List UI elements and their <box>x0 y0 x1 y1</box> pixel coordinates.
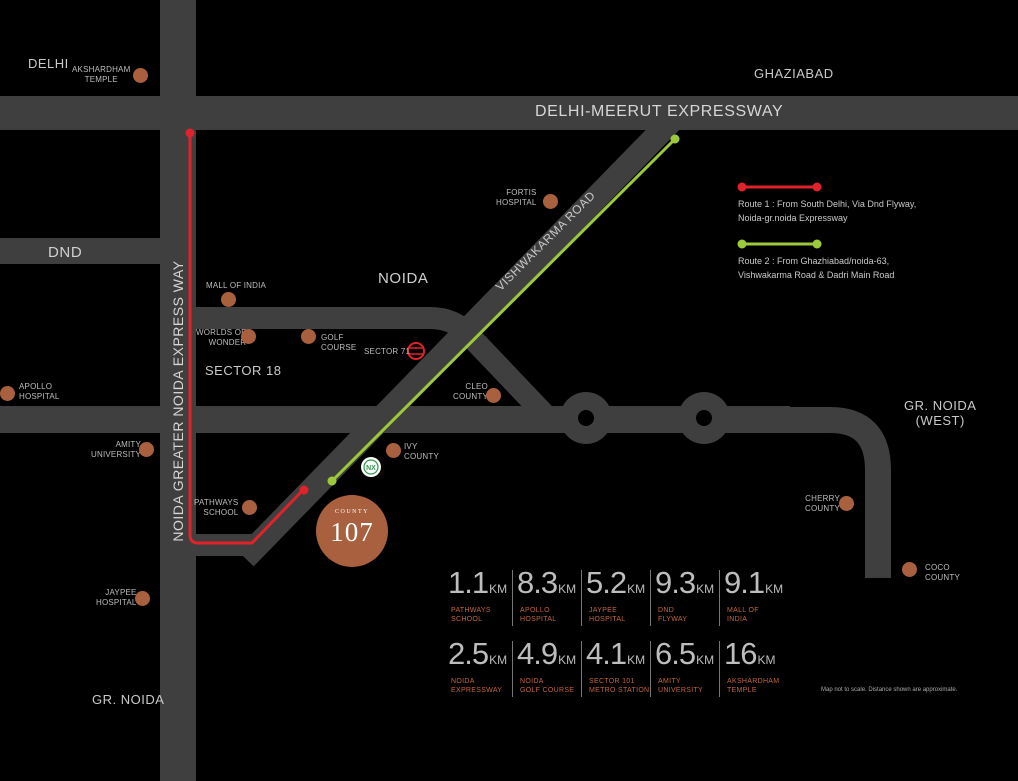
ivy-county-marker <box>386 443 401 458</box>
label-delhi-meerut-expressway: DELHI-MEERUT EXPRESSWAY <box>535 103 784 120</box>
route-1-line <box>188 133 305 545</box>
map-note: Map not to scale. Distance shown are app… <box>821 687 958 693</box>
worlds-of-wonder-marker <box>241 329 256 344</box>
label-sector-71: SECTOR 71 <box>364 347 411 356</box>
roundabout-1-center <box>578 410 594 426</box>
pathways-marker <box>242 500 257 515</box>
county-107-logo-top: COUNTY <box>335 509 369 515</box>
distance-separator <box>512 570 513 626</box>
route-2-line <box>330 137 677 483</box>
label-mall-of-india: MALL OF INDIA <box>206 281 267 290</box>
label-noida-greater-noida-expressway: NOIDA GREATER NOIDA EXPRESS WAY <box>170 260 186 542</box>
route-2-end <box>327 476 337 486</box>
county-107-logo-number: 107 <box>330 517 374 547</box>
jaypee-marker <box>135 591 150 606</box>
distance-value: 4.1KM <box>586 636 646 671</box>
distance-separator <box>650 570 651 626</box>
dnd-road <box>0 238 160 264</box>
noida-sector-road <box>196 307 556 426</box>
legend-route-2: Route 2 : From Ghazhiabad/noida-63, Vish… <box>738 256 895 280</box>
gr-noida-west-road <box>780 407 891 578</box>
distance-separator <box>650 641 651 697</box>
cherry-county-marker <box>839 496 854 511</box>
distance-value: 2.5KM <box>448 636 508 671</box>
legend-route-1-dot-a <box>737 182 747 192</box>
distance-value: 4.9KM <box>517 636 577 671</box>
legend-route-1: Route 1 : From South Delhi, Via Dnd Flyw… <box>738 199 917 223</box>
route-1-start <box>185 128 195 138</box>
roundabout-2-center <box>696 410 712 426</box>
distance-value: 8.3KM <box>517 565 577 600</box>
distance-separator <box>581 570 582 626</box>
apollo-marker <box>0 386 15 401</box>
legend-route-2-dot-b <box>812 239 822 249</box>
legend-route-2-dot-a <box>737 239 747 249</box>
metro-icon <box>407 342 425 360</box>
distance-separator <box>719 570 720 626</box>
label-noida: NOIDA <box>378 270 429 287</box>
route-1-end <box>299 485 309 495</box>
distance-value: 9.1KM <box>724 565 784 600</box>
svg-text:NX: NX <box>366 465 376 472</box>
distance-value: 6.5KM <box>655 636 715 671</box>
label-gr-noida-west: GR. NOIDA(WEST) <box>904 398 977 428</box>
fortis-marker <box>543 194 558 209</box>
label-gr-noida: GR. NOIDA <box>92 692 165 707</box>
county-107-logo: COUNTY 107 <box>316 495 388 567</box>
distance-separator <box>719 641 720 697</box>
mall-of-india-marker <box>221 292 236 307</box>
label-sector-18: SECTOR 18 <box>205 363 282 378</box>
amity-marker <box>139 442 154 457</box>
distance-separator <box>512 641 513 697</box>
label-dnd: DND <box>48 244 83 261</box>
route-2-start <box>670 134 680 144</box>
distance-value: 5.2KM <box>586 565 646 600</box>
label-ghaziabad: GHAZIABAD <box>754 66 834 81</box>
coco-county-marker <box>902 562 917 577</box>
distance-value: 9.3KM <box>655 565 715 600</box>
delhi-meerut-expressway-road <box>0 96 1018 130</box>
cleo-county-marker <box>486 388 501 403</box>
distance-value: 1.1KM <box>448 565 508 600</box>
golf-course-marker <box>301 329 316 344</box>
akshardham-marker <box>133 68 148 83</box>
distance-separator <box>581 641 582 697</box>
label-delhi: DELHI <box>28 56 69 71</box>
legend-route-1-dot-b <box>812 182 822 192</box>
distance-value: 16KM <box>724 636 776 671</box>
